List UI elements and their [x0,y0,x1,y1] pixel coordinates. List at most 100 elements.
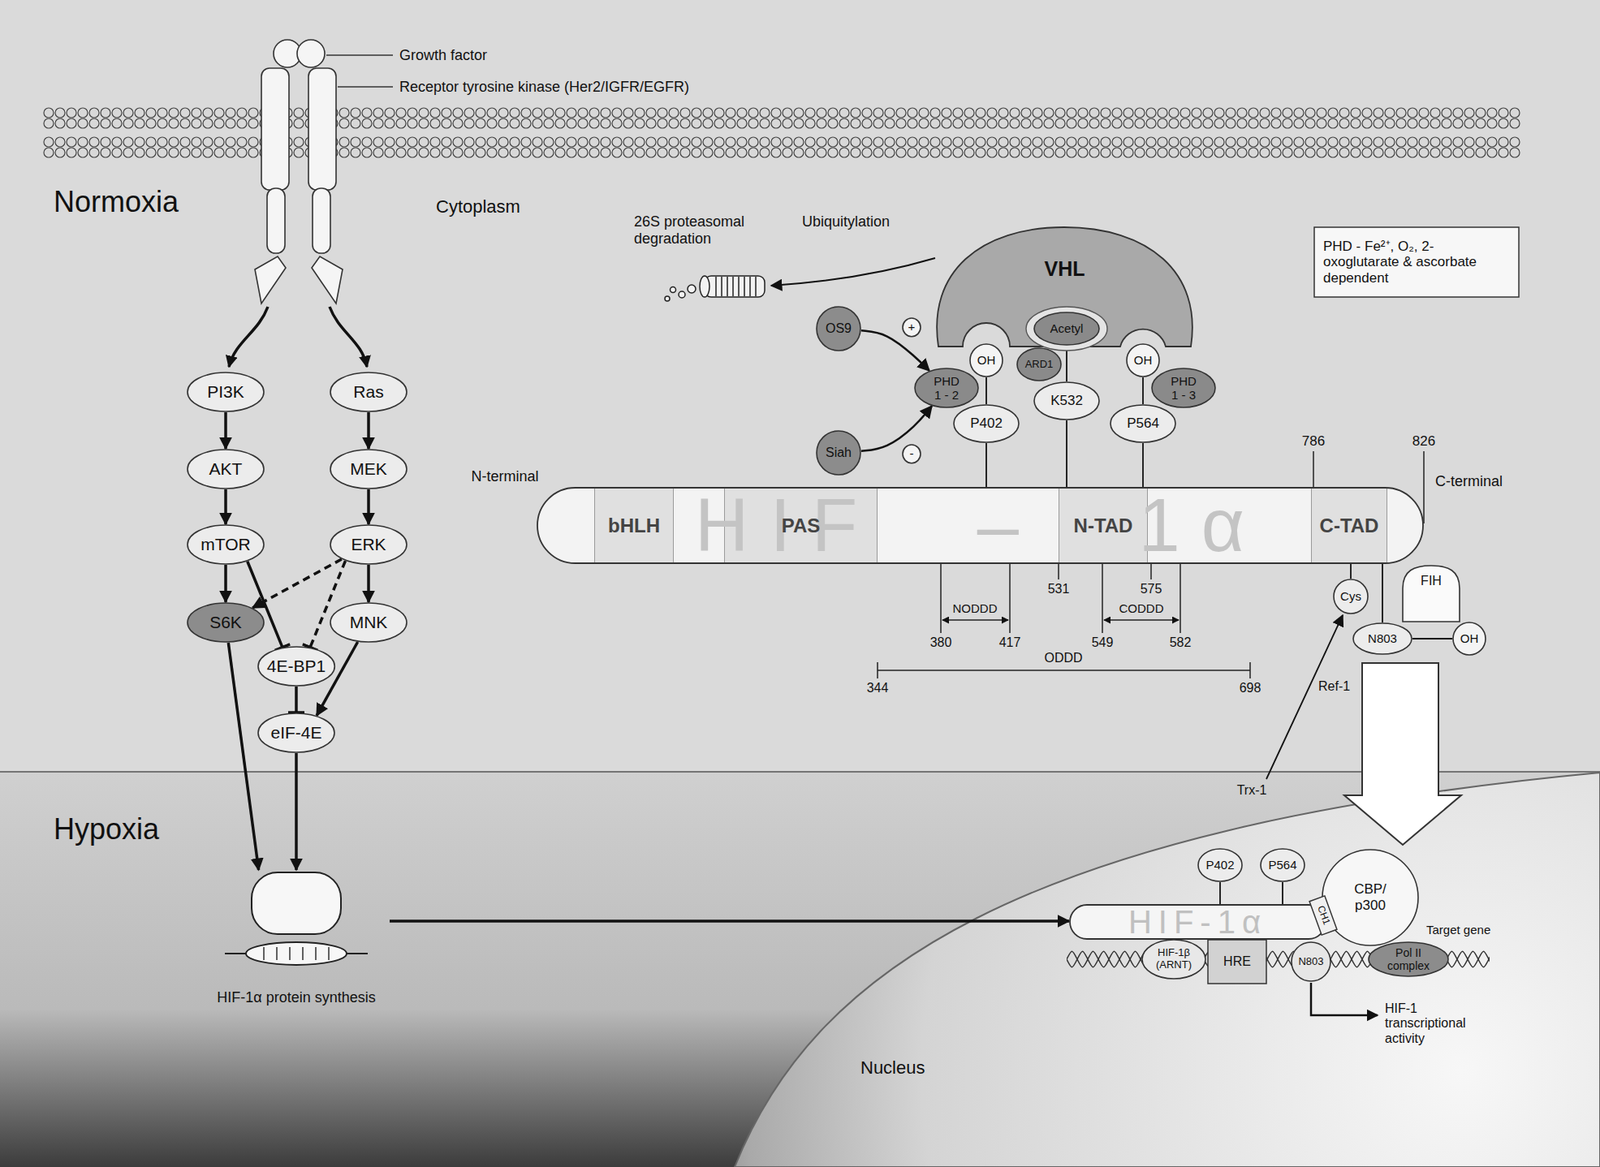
protein-bar: HIF – 1αbHLHPASN-TADC-TAD [536,487,1424,565]
connector [294,686,298,713]
note-box: PHD - Fe²⁺, O₂, 2-oxoglutarate & ascorba… [1313,226,1520,298]
domain-border [1059,488,1148,564]
proteasome [664,276,765,302]
annotation-label: 826 [1412,433,1436,450]
node-label: N803 [1298,956,1324,969]
hydroxyl-circle: OH [969,343,1004,378]
connector [228,642,259,871]
proteasome-body [704,276,765,298]
node-label: CBP/ p300 [1349,881,1392,914]
shape-outline [1453,622,1486,656]
annotation-label: Hypoxia [53,812,160,846]
shape-outline [187,449,264,489]
position-tick [1312,451,1315,488]
node-label: PAS [781,514,821,538]
range-bracket [1104,619,1179,622]
large-subunit [251,872,341,935]
shape-outline [1309,896,1337,936]
node-label: OS9 [825,321,852,337]
connector [366,412,371,449]
shape-outline [816,306,861,351]
annotation-label: HIF-1 transcriptional activity [1384,1001,1487,1047]
translocation-arrow [1344,663,1462,846]
connector [861,330,930,371]
annotation-label: Receptor tyrosine kinase (Her2/IGFR/EGFR… [399,78,690,96]
annotation-label: 786 [1302,433,1325,450]
enzyme-shape: FIH [1397,564,1465,623]
position-tick [1423,451,1425,524]
range-bracket [876,662,879,679]
annotation-label: Normoxia [53,185,179,219]
nucleus [734,772,1600,1167]
domain-border [595,488,674,564]
shape-outline [1034,312,1100,346]
connector [1065,420,1068,488]
position-tick [1057,564,1060,580]
shape-outline [1069,905,1326,940]
node-label: OH [1460,631,1480,646]
node-label: N803 [1367,631,1398,646]
shape-outline [258,646,335,686]
shape-outline [330,603,407,643]
pathway-node: MEK [329,448,408,490]
domain-border [724,488,878,564]
signal-arrow [329,306,367,367]
node-label: mTOR [200,534,251,555]
residue-circle: Cys [1332,578,1369,615]
proteasome-cap [699,276,710,298]
node-label: OH [977,353,997,367]
shape-outline [187,525,264,565]
watermark-label: HIF – 1α [694,490,1266,561]
kinase-domain [254,256,286,304]
annotation-label: C-terminal [1435,473,1503,491]
coactivator-circle: CBP/ p300 [1321,849,1419,947]
watermark-label: HIF-1α [1128,905,1268,939]
pathway-node: PI3K [186,371,265,413]
shape-outline [902,318,921,337]
range-bracket [942,619,1009,622]
domain-fill [724,488,878,564]
annotation-label: Cytoplasm [435,196,521,217]
shape-outline [330,525,407,565]
signal-arrow [228,306,268,367]
shape-outline [1017,348,1061,381]
annotation-label: 380 [930,635,953,651]
connector [1381,564,1384,623]
domain-border [1311,488,1388,564]
peptide-fragment [687,284,696,294]
protein-domain: bHLH [594,487,674,565]
hypoxia-ground [0,771,1600,1167]
node-label: bHLH [608,514,660,538]
shape-outline [537,487,1424,564]
annotation-label: 531 [1047,582,1070,597]
response-element-box: HRE [1207,939,1268,985]
fih-shape [1402,565,1460,622]
node-label: eIF-4E [270,723,322,743]
node-label: Siah [825,445,852,461]
protein-bar: HIF-1α [1069,904,1327,941]
peptide-fragment [670,287,677,294]
shape-outline [914,368,979,408]
codon-ticks [263,947,329,961]
node-label: Acetyl [1050,321,1084,336]
pathway-node: eIF-4E [257,712,336,754]
node-label: C-TAD [1319,514,1380,538]
annotation-label: Ref-1 [1316,679,1352,695]
enzyme-oval: ARD1 [1016,347,1062,382]
shape-outline [1198,849,1243,882]
pathway-node: S6K [186,602,265,643]
node-label: P402 [1205,858,1234,872]
annotation-label: 344 [866,681,889,696]
node-label: PHD 1 - 3 [1167,374,1200,403]
shape-outline [816,431,861,475]
connector [1142,377,1144,405]
node-label: - [909,446,915,461]
shape-outline [1402,565,1460,622]
pathway-node: Ras [329,371,408,413]
position-tick [1150,564,1152,580]
normoxia-ground [0,0,1600,772]
protein-domain: C-TAD [1311,487,1388,565]
growth-factor [297,39,325,68]
polymerase-oval: Pol II complex [1367,941,1450,978]
